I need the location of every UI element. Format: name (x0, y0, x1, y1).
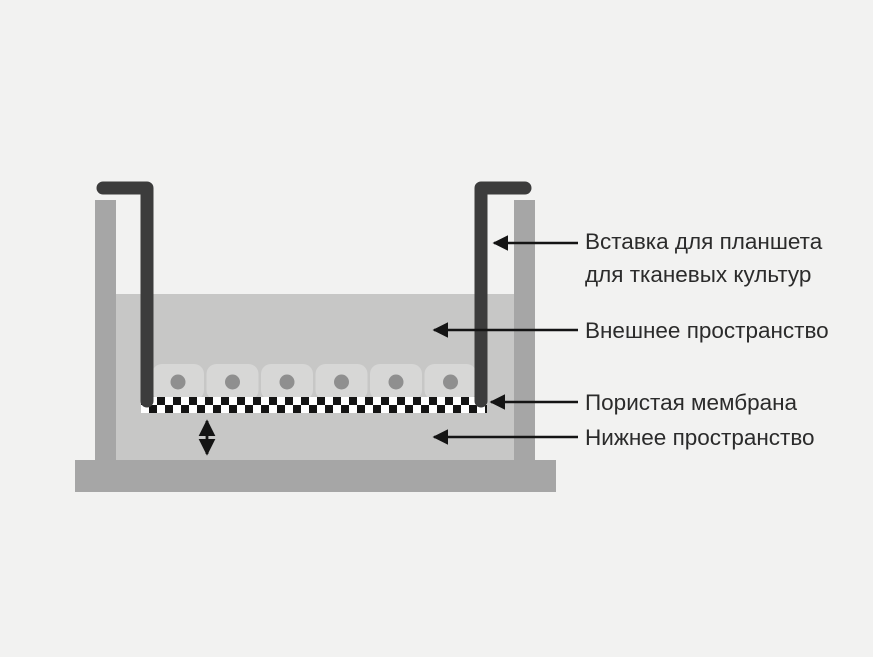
cell-nucleus (225, 374, 240, 390)
cell-nucleus (388, 374, 404, 390)
label-outer-space: Внешнее пространство (585, 318, 829, 343)
label-insert-line2: для тканевых культур (585, 262, 812, 287)
cell-nucleus (170, 374, 186, 390)
cell-nucleus (443, 374, 458, 390)
label-insert: Вставка для планшета для тканевых культу… (585, 225, 822, 291)
cell-monolayer (152, 364, 477, 400)
insert-left-wall (96, 181, 154, 408)
dish-left-wall (95, 200, 116, 460)
porous-membrane (141, 397, 487, 413)
label-porous-membrane: Пористая мембрана (585, 390, 798, 415)
label-lower-space: Нижнее пространство (585, 425, 815, 450)
cell-nucleus (279, 374, 295, 390)
cell-nucleus (334, 374, 349, 390)
dish-base (75, 460, 556, 492)
label-insert-line1: Вставка для планшета (585, 229, 823, 254)
